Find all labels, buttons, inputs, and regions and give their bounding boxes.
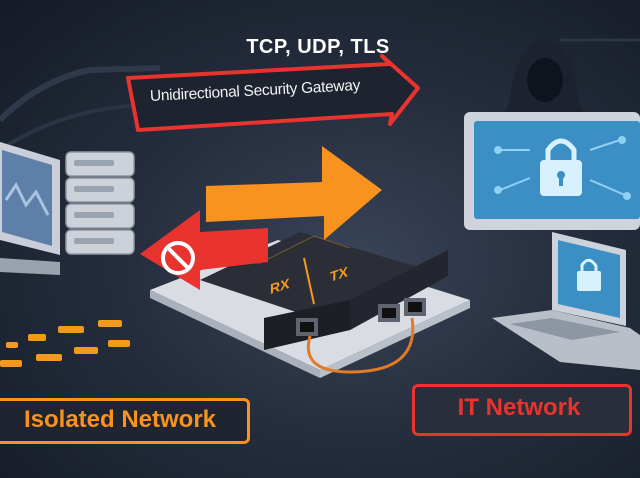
ethernet-port-icon bbox=[378, 298, 426, 322]
it-network-badge bbox=[412, 384, 632, 436]
it-network-label: IT Network bbox=[457, 394, 581, 421]
lock-icon bbox=[577, 258, 601, 291]
blocked-icon bbox=[161, 241, 195, 275]
isolated-network-badge bbox=[0, 398, 250, 444]
protocols-label: TCP, UDP, TLS bbox=[246, 36, 390, 58]
gateway-banner-arrow bbox=[126, 54, 420, 132]
ethernet-port-icon bbox=[296, 318, 318, 336]
isolated-network-label: Isolated Network bbox=[23, 406, 217, 433]
lock-icon bbox=[540, 138, 582, 196]
data-flow-arrow bbox=[206, 146, 382, 240]
